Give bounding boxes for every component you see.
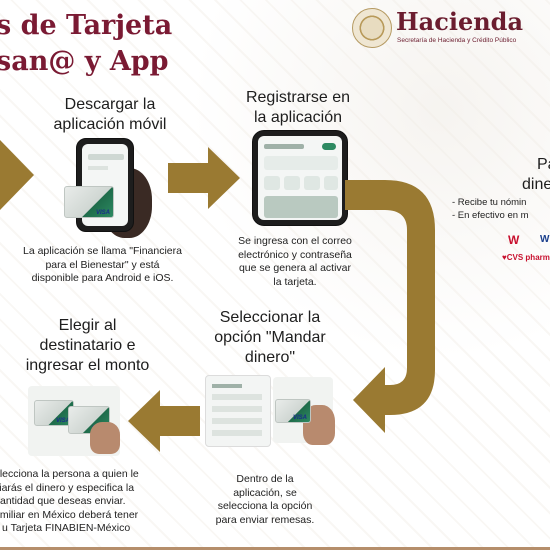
step-3-image: VISA	[205, 375, 335, 447]
title-line-1: s de Tarjeta	[0, 10, 173, 41]
right-panel-item-1: - Recibe tu nómin	[452, 197, 527, 208]
logo-name: Hacienda	[396, 7, 524, 36]
brand-walgreens-logo: W	[508, 233, 520, 247]
curved-arrow-icon	[345, 180, 435, 433]
seal-icon	[352, 8, 392, 48]
step-1-title: Descargar la aplicación móvil	[53, 96, 167, 133]
step-3-title: Seleccionar la opción "Mandar dinero"	[214, 309, 326, 366]
right-panel-title-1: Pa	[537, 156, 550, 173]
page-title: s de Tarjeta san@ y App	[0, 8, 172, 80]
bottom-border	[0, 547, 550, 550]
brand-walmart-logo: W	[540, 234, 550, 245]
brand-cvs-logo: ♥CVS pharmac	[502, 253, 550, 262]
step-1-image: VISA	[52, 138, 152, 238]
debit-card: VISA	[275, 399, 311, 423]
step-2-phone	[252, 130, 348, 226]
arrow-left-icon	[128, 390, 200, 452]
title-line-2: san@ y App	[0, 46, 169, 77]
hacienda-logo: Hacienda Secretaría de Hacienda y Crédit…	[352, 7, 550, 48]
debit-card: VISA	[34, 400, 74, 426]
step-1-description: La aplicación se llama "Financiera para …	[23, 245, 182, 284]
debit-card: VISA	[64, 186, 114, 218]
logo-subtitle: Secretaría de Hacienda y Crédito Público	[397, 37, 517, 44]
step-3-description: Dentro de la aplicación, se selecciona l…	[215, 473, 315, 526]
right-panel-title-2: dine	[522, 176, 550, 193]
step-4-description: elecciona la persona a quien le viarás e…	[0, 468, 139, 534]
hand-shape	[90, 422, 120, 454]
step-4-image: VISA VISA	[28, 386, 120, 456]
step-2-title: Registrarse en la aplicación	[245, 89, 351, 126]
left-edge-arrow-icon	[0, 140, 34, 210]
arrow-right-icon	[168, 147, 240, 209]
right-panel-item-2: - En efectivo en m	[452, 210, 529, 221]
step-4-title: Elegir al destinatario e ingresar el mon…	[25, 317, 150, 374]
step-2-description: Se ingresa con el correo electrónico y c…	[238, 235, 352, 288]
